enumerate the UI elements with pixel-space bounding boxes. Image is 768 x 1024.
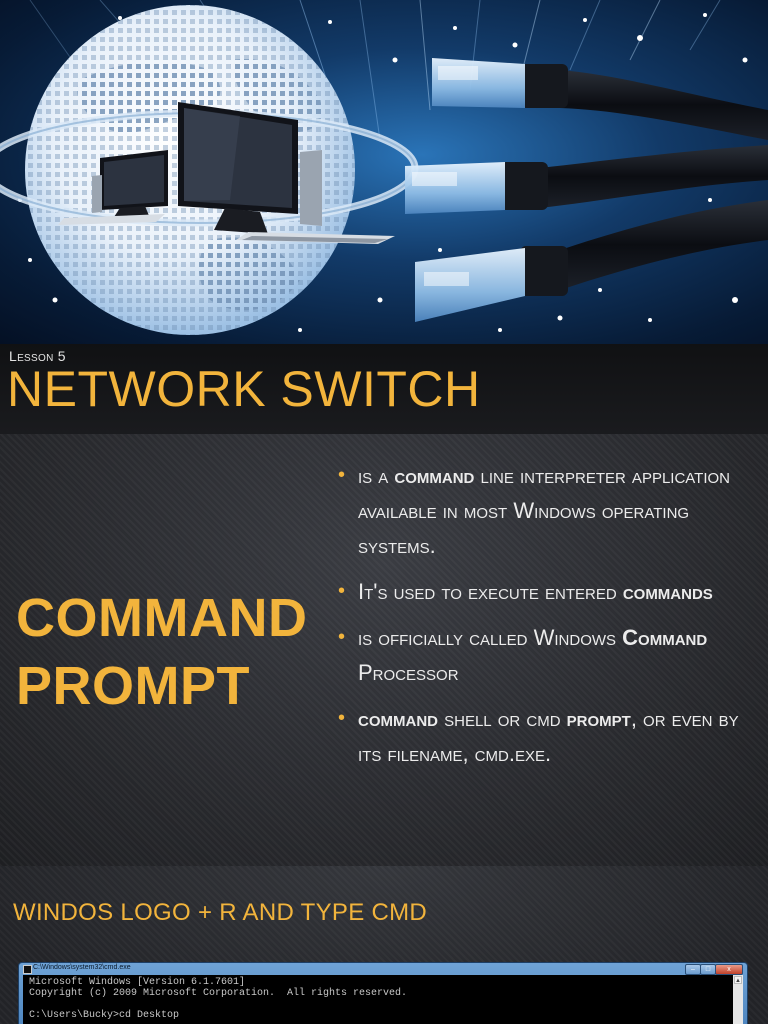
- bullet-dot-icon: •: [338, 580, 346, 602]
- bullet-item: • is officially called Windows Command P…: [338, 620, 758, 690]
- computer-icon: [58, 102, 395, 244]
- heading-line-1: COMMAND: [16, 588, 308, 648]
- cmd-console[interactable]: Microsoft Windows [Version 6.1.7601]Copy…: [23, 975, 733, 1024]
- bullet-item: • command shell or cmd prompt, or even b…: [338, 701, 758, 771]
- cmd-titlebar[interactable]: C:\Windows\system32\cmd.exe – □ x: [19, 963, 747, 975]
- command-prompt-heading: COMMAND PROMPT: [16, 584, 307, 720]
- console-line: [29, 999, 727, 1010]
- heading-line-2: PROMPT: [16, 656, 251, 716]
- console-line: Microsoft Windows [Version 6.1.7601]: [29, 977, 246, 988]
- cmd-scrollbar[interactable]: ▲: [733, 975, 743, 1024]
- minimize-button[interactable]: –: [685, 964, 701, 975]
- console-line: C:\Users\Bucky>cd Desktop: [29, 1010, 180, 1021]
- bullet-item: • is a command line interpreter applicat…: [338, 458, 758, 563]
- console-line: Copyright (c) 2009 Microsoft Corporation…: [29, 988, 408, 999]
- main-slide: COMMAND PROMPT • is a command line inter…: [0, 434, 768, 866]
- ethernet-cable-image: [405, 58, 768, 322]
- title-band: Lesson 5 NETWORK SWITCH: [0, 344, 768, 434]
- bullet-list: • is a command line interpreter applicat…: [338, 458, 758, 782]
- bullet-dot-icon: •: [338, 707, 346, 729]
- bottom-slide: WINDOS LOGO + R AND TYPE CMD C:\Windows\…: [0, 866, 768, 1024]
- cmd-window-icon: [23, 965, 32, 974]
- scroll-up-icon[interactable]: ▲: [734, 976, 742, 984]
- close-button[interactable]: x: [715, 964, 743, 975]
- hero-illustration: [0, 0, 768, 335]
- slide-title: NETWORK SWITCH: [7, 361, 481, 417]
- bullet-dot-icon: •: [338, 626, 346, 648]
- maximize-button[interactable]: □: [700, 964, 716, 975]
- bullet-item: • It's used to execute entered commands: [338, 574, 758, 609]
- lesson-label: Lesson 5: [9, 348, 66, 364]
- hero-image: [0, 0, 768, 344]
- cmd-window[interactable]: C:\Windows\system32\cmd.exe – □ x Micros…: [18, 962, 748, 1024]
- bullet-dot-icon: •: [338, 464, 346, 486]
- instruction-heading: WINDOS LOGO + R AND TYPE CMD: [13, 899, 428, 926]
- cmd-title: C:\Windows\system32\cmd.exe: [33, 964, 131, 971]
